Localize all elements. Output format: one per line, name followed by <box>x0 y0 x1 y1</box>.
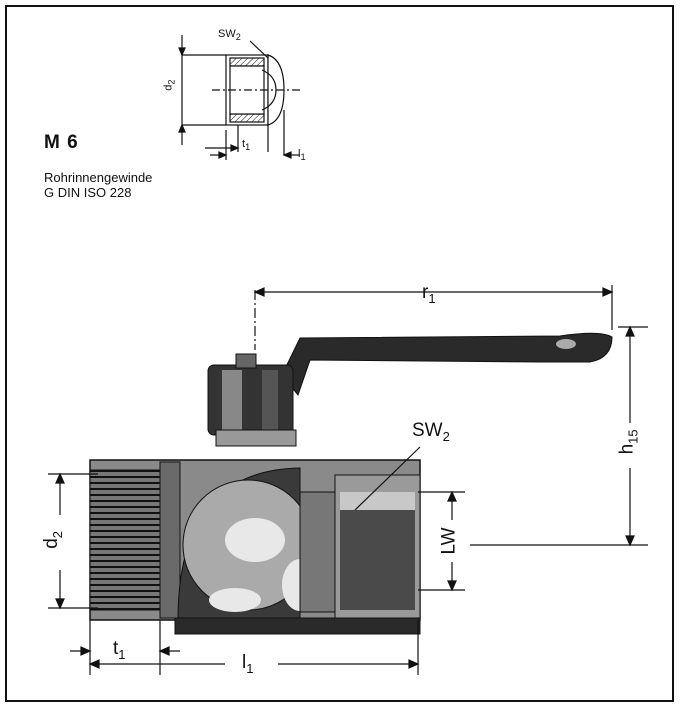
model-title: M 6 <box>44 132 79 153</box>
d-label: d2 <box>41 530 65 549</box>
dimension-lines <box>48 285 648 675</box>
l-label: l1 <box>242 652 254 676</box>
drawing-frame <box>5 5 674 702</box>
small-t-label: t1 <box>242 138 251 153</box>
cap-nut-detail <box>178 35 300 160</box>
t-label: t1 <box>113 638 126 662</box>
lw-label: LW <box>438 527 460 555</box>
thread-type-label: Rohrinnengewinde <box>44 170 153 185</box>
r-label: r1 <box>422 282 436 306</box>
sw-label: SW2 <box>412 420 450 444</box>
thread-standard-label: G DIN ISO 228 <box>44 185 132 200</box>
small-l-label: l1 <box>298 148 306 163</box>
small-d-label: d2 <box>162 79 177 91</box>
ball-valve <box>89 290 613 635</box>
h-label: h15 <box>616 429 641 455</box>
small-sw-label: SW2 <box>218 28 241 43</box>
